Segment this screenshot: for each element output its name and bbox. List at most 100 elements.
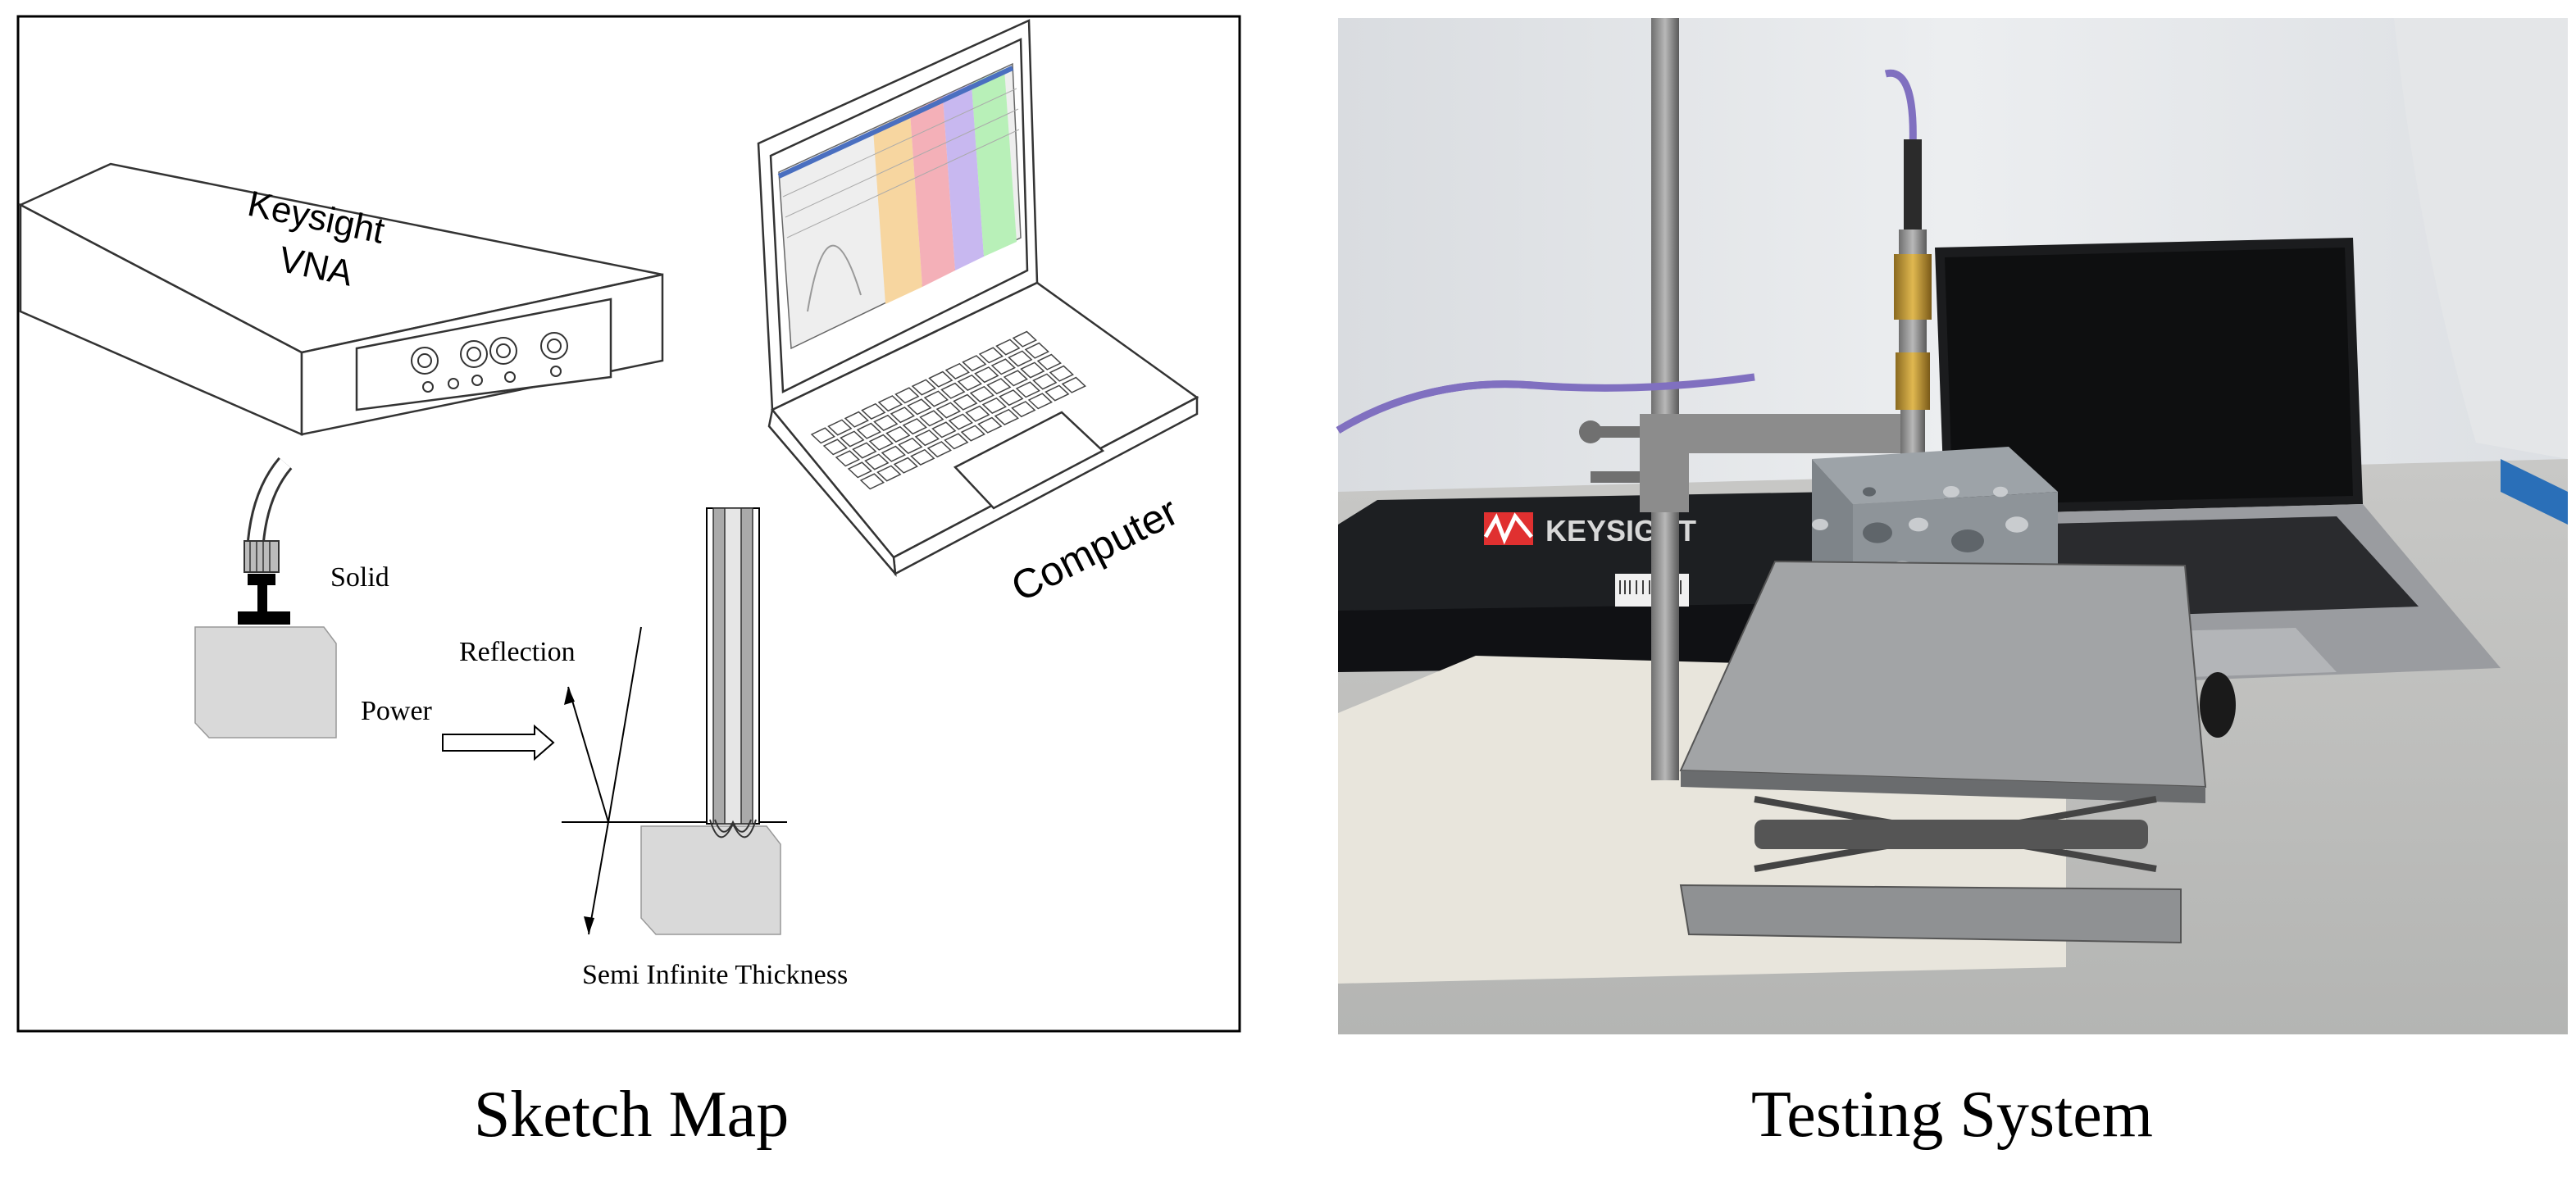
- photo-laptop: [1935, 238, 2501, 688]
- testing-system-caption: Testing System: [1751, 1079, 2153, 1151]
- aggregate-stone: [1943, 486, 1959, 498]
- keyboard-key: [990, 358, 1016, 375]
- keyboard-key: [1011, 401, 1036, 418]
- semi-infinite-label: Semi Infinite Thickness: [582, 960, 848, 990]
- aggregate-stone: [2005, 516, 2028, 533]
- testing-system-photo: KEYSIGHT: [1336, 18, 2568, 1034]
- keyboard-key: [931, 421, 957, 439]
- keyboard-key: [907, 398, 932, 416]
- keyboard-key: [822, 439, 848, 456]
- keyboard-key: [885, 425, 911, 443]
- keyboard-key: [1024, 342, 1049, 359]
- aggregate-stone: [1993, 486, 2008, 498]
- keyboard-key: [856, 422, 881, 439]
- keyboard-key: [944, 433, 969, 450]
- curtain-fold: [2394, 18, 2568, 459]
- keyboard-key: [1049, 365, 1074, 382]
- keyboard-key: [914, 429, 940, 447]
- keyboard-key: [877, 395, 903, 412]
- keyboard-key: [940, 382, 966, 399]
- sketch-map-panel: Keysight VNA: [0, 0, 1263, 1057]
- keyboard-key: [852, 442, 877, 459]
- keyboard-key: [876, 465, 902, 482]
- keyboard-key: [810, 427, 835, 444]
- keyboard-key: [957, 374, 982, 391]
- keyboard-key: [1032, 373, 1058, 390]
- keyboard-key: [1015, 381, 1040, 398]
- keyboard-key: [847, 461, 872, 479]
- vna-device: [18, 162, 664, 436]
- stand-rod: [1651, 18, 1679, 780]
- keyboard-key: [1036, 353, 1062, 370]
- aggregate-stone: [1863, 487, 1876, 497]
- laptop-screen-content: [777, 62, 1022, 350]
- keyboard-key: [978, 347, 1004, 364]
- sketch-map-caption: Sketch Map: [473, 1079, 790, 1151]
- coaxial-probe-tube: [706, 507, 760, 838]
- incident-ray: [608, 626, 642, 823]
- keyboard-key: [965, 405, 990, 422]
- keyboard-key: [861, 402, 886, 420]
- keyboard-key: [926, 441, 952, 458]
- semi-infinite-block: [640, 825, 781, 935]
- keyboard-key: [974, 366, 999, 384]
- solid-label: Solid: [330, 562, 389, 593]
- keyboard-key: [919, 410, 944, 427]
- keyboard-key: [840, 430, 865, 448]
- transmitted-ray: [588, 821, 609, 935]
- keyboard-key: [995, 339, 1021, 356]
- keyboard-key: [953, 393, 978, 411]
- blue-tape: [2501, 459, 2568, 525]
- keyboard-key: [898, 437, 923, 454]
- keyboard-key: [948, 413, 973, 430]
- keyboard-key: [1061, 376, 1086, 393]
- power-label: Power: [361, 696, 433, 726]
- probe-assembly: [238, 457, 293, 625]
- keyboard-key: [902, 418, 927, 435]
- clamp-arm: [1579, 414, 1910, 512]
- solid-sample-block: [194, 626, 337, 738]
- keyboard-key: [969, 385, 994, 402]
- reflected-ray: [567, 686, 609, 823]
- keyboard-key: [1008, 350, 1033, 367]
- keyboard-key: [893, 457, 918, 474]
- laptop-keyboard: [810, 330, 1086, 490]
- testing-system-photo-panel: KEYSIGHT: [1328, 0, 2576, 1057]
- keyboard-key: [890, 407, 915, 424]
- keyboard-key: [911, 379, 936, 396]
- aggregate-stone: [1812, 519, 1828, 530]
- keyboard-key: [859, 473, 885, 490]
- keyboard-key: [873, 414, 899, 431]
- aggregate-stone: [1863, 522, 1892, 543]
- keyboard-key: [944, 362, 970, 379]
- aggregate-stone: [1951, 529, 1984, 552]
- aggregate-stone: [1909, 517, 1928, 532]
- keyboard-key: [827, 419, 853, 436]
- keyboard-key: [986, 378, 1012, 395]
- keyboard-key: [981, 397, 1007, 414]
- keyboard-key: [977, 416, 1003, 434]
- keyboard-key: [894, 387, 920, 404]
- keyboard-key: [923, 390, 949, 407]
- reflection-label: Reflection: [459, 637, 576, 667]
- keyboard-key: [962, 355, 987, 372]
- keyboard-key: [864, 453, 890, 470]
- keyboard-key: [835, 450, 860, 467]
- keyboard-key: [910, 448, 935, 466]
- lab-jack: [1679, 560, 2236, 944]
- keyboard-key: [844, 411, 869, 428]
- keyboard-key: [999, 389, 1024, 407]
- keyboard-key: [1027, 393, 1053, 410]
- keyboard-key: [994, 408, 1019, 425]
- keyboard-key: [928, 370, 953, 388]
- keyboard-key: [1045, 384, 1070, 402]
- keyboard-key: [1020, 361, 1045, 379]
- sketch-map-diagram: Keysight VNA: [16, 15, 1241, 1033]
- keyboard-key: [1003, 370, 1028, 387]
- keyboard-key: [1012, 330, 1037, 348]
- keyboard-key: [935, 402, 961, 419]
- keyboard-key: [960, 425, 985, 442]
- keyboard-key: [868, 434, 894, 451]
- sketch-frame: [16, 15, 1241, 1033]
- power-arrow: [442, 724, 555, 761]
